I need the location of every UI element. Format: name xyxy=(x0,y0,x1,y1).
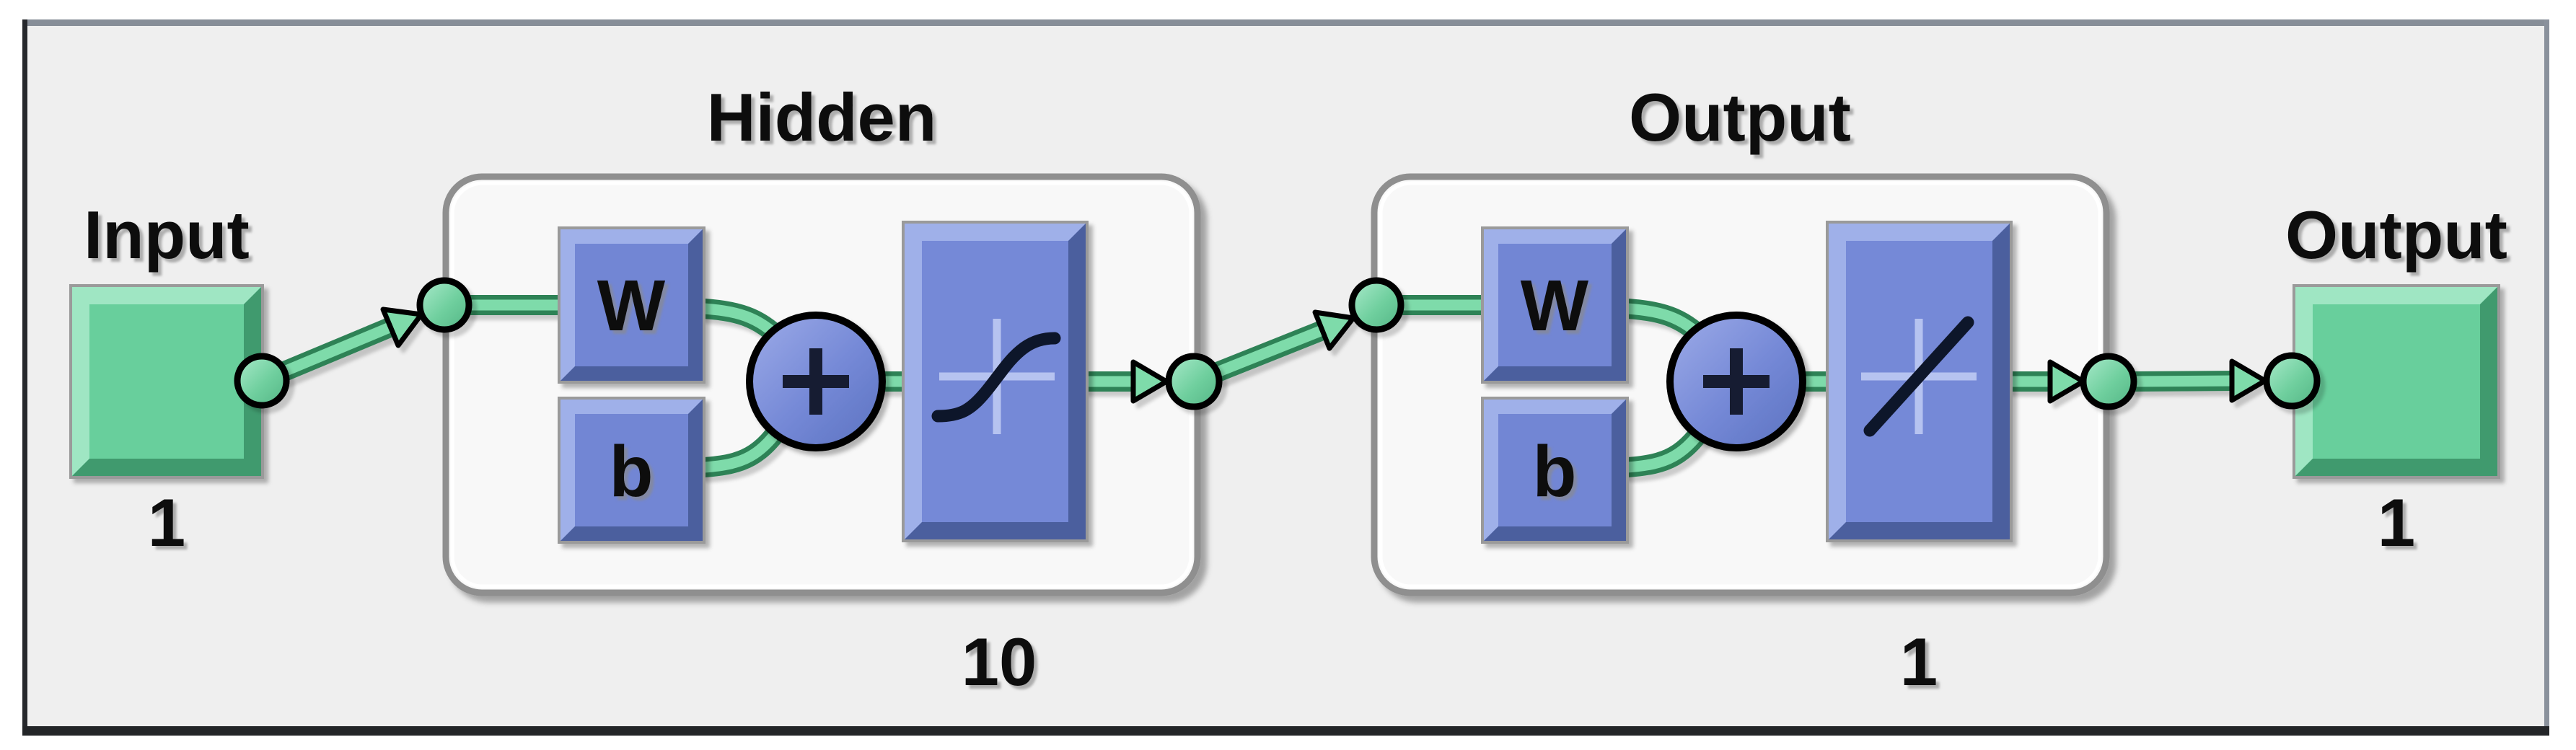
hidden-transfer-block xyxy=(902,221,1089,542)
arrowhead-icon xyxy=(2047,359,2086,404)
output-weight-label: W xyxy=(1521,265,1589,346)
hidden-weight-block xyxy=(558,226,705,384)
hidden-exit-node-icon xyxy=(1165,353,1223,410)
output-entry-node-icon xyxy=(1348,277,1405,333)
linear-line-icon xyxy=(1863,316,1974,437)
frame-border-bottom xyxy=(22,726,2549,736)
hidden-bias-label: b xyxy=(609,431,653,512)
hidden-weight-label: W xyxy=(597,265,666,346)
output-sum-circle xyxy=(1666,312,1806,451)
plus-icon xyxy=(783,348,849,415)
output-dimension-label: 1 xyxy=(2378,485,2415,560)
output-label: Output xyxy=(2285,197,2507,273)
sigmoid-curve-icon xyxy=(931,332,1061,423)
frame-border-left xyxy=(22,19,27,736)
output-transfer-block xyxy=(1826,221,2013,542)
output-exit-node-icon xyxy=(2080,353,2137,410)
output-block xyxy=(2293,284,2500,479)
arrowhead-icon xyxy=(2229,358,2268,403)
frame-border-right xyxy=(2544,19,2549,726)
arrowhead-icon xyxy=(1312,309,1356,351)
output-bias-label: b xyxy=(1532,431,1576,512)
hidden-entry-node-icon xyxy=(416,277,472,333)
plus-icon xyxy=(1703,348,1770,415)
output-layer-title: Output xyxy=(1629,79,1851,155)
hidden-layer-title: Hidden xyxy=(707,79,937,155)
input-port-node-icon xyxy=(234,353,290,409)
input-dimension-label: 1 xyxy=(148,485,185,560)
hidden-sum-circle xyxy=(746,312,886,451)
output-neuron-count-label: 1 xyxy=(1900,624,1938,700)
input-label: Input xyxy=(84,197,250,273)
hidden-neuron-count-label: 10 xyxy=(962,624,1037,700)
frame-border-top xyxy=(27,19,2549,26)
output-port-node-icon xyxy=(2263,352,2321,410)
input-block xyxy=(69,284,264,479)
arrowhead-icon xyxy=(1130,359,1169,404)
arrowhead-icon xyxy=(380,306,424,348)
hidden-bias-block xyxy=(558,397,705,544)
output-weight-block xyxy=(1481,226,1629,384)
output-bias-block xyxy=(1481,397,1629,544)
